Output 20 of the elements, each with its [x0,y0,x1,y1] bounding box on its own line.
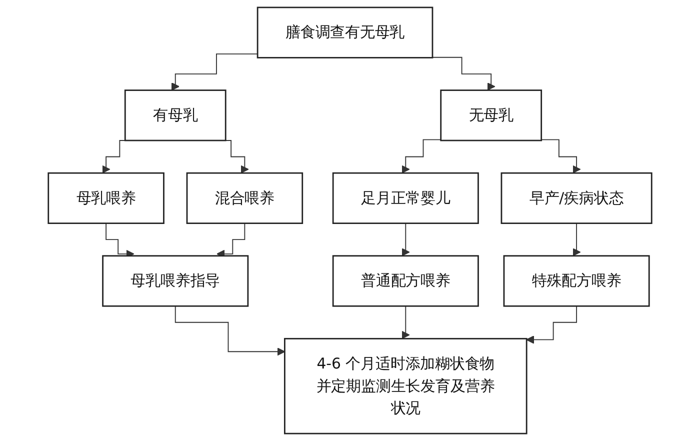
node-box: 母乳喂养 [48,172,164,224]
arrow [171,53,258,91]
arrow [572,222,581,256]
arrow [174,306,286,356]
node-box: 膳食调查有无母乳 [256,6,434,58]
node-box: 有母乳 [124,90,226,142]
node-box: 足月正常婴儿 [332,172,479,224]
node-box: 普通配方喂养 [332,255,479,307]
node-box: 无母乳 [440,90,542,142]
node-box: 早产/疾病状态 [500,172,652,224]
node-box: 混合喂养 [186,172,304,224]
arrow [526,306,577,344]
arrow [402,222,410,256]
node-box: 特殊配方喂养 [503,255,650,307]
arrow [432,56,496,91]
arrow [402,306,410,340]
node-box: 4-6 个月适时添加糊状食物并定期监测生长发育及营养状况 [284,338,528,434]
node-box: 母乳喂养指导 [102,255,249,307]
arrow [540,139,581,174]
arrow [402,139,442,174]
